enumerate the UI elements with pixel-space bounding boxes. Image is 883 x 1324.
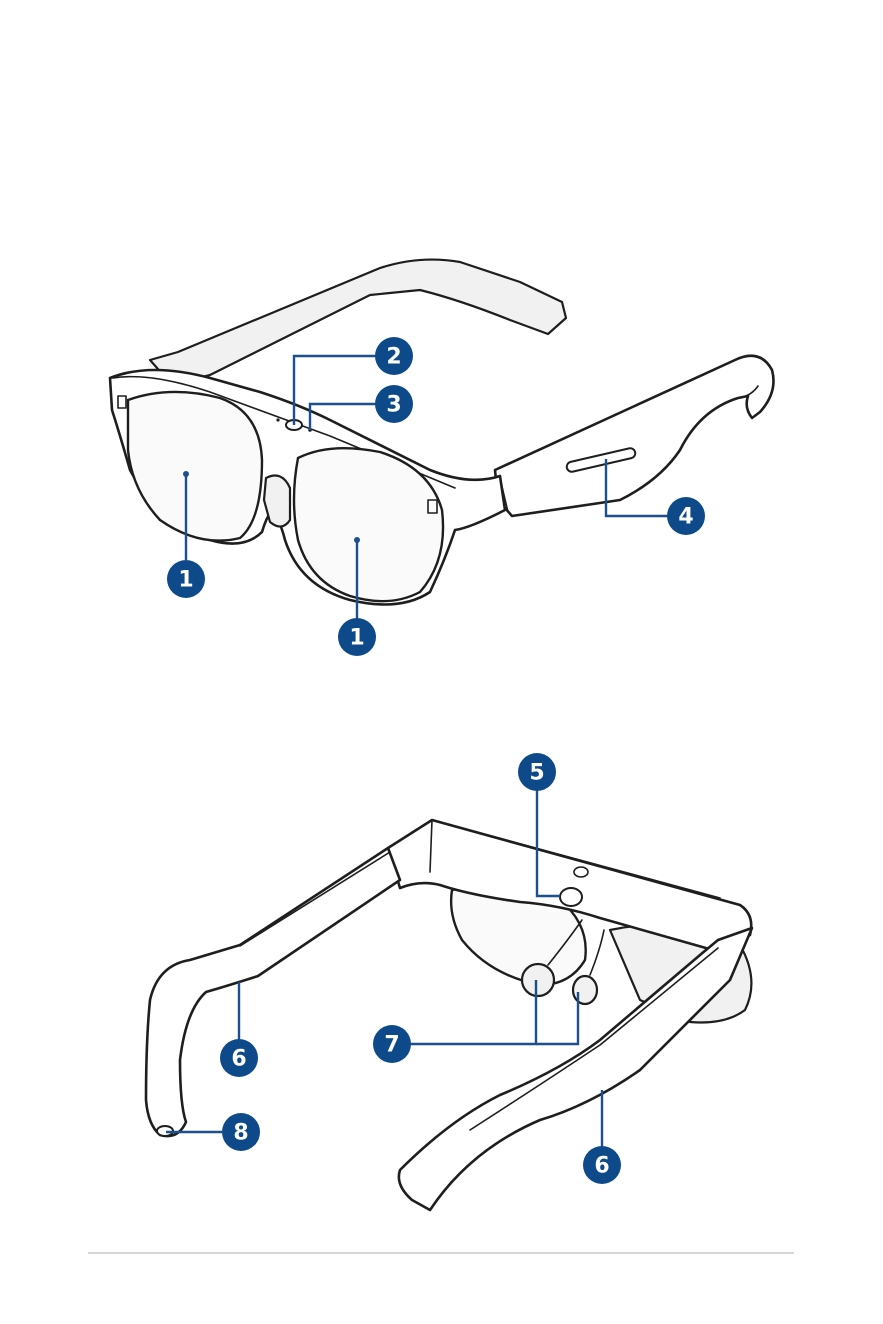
callout-6-right-speaker: 6: [583, 1146, 621, 1184]
nose-pad-left: [522, 964, 554, 996]
svg-text:8: 8: [233, 1121, 248, 1146]
near-temple-arm: [495, 356, 774, 516]
callout-6-left-speaker: 6: [220, 1039, 258, 1077]
callout-1-left-lens: 1: [167, 560, 205, 598]
footer-rule: [88, 1252, 794, 1254]
svg-text:2: 2: [386, 345, 401, 370]
svg-text:3: 3: [386, 393, 401, 418]
nose-pad-right: [573, 976, 597, 1004]
svg-text:5: 5: [529, 761, 544, 786]
glasses-front-view: [110, 260, 774, 605]
callout-1-right-lens: 1: [338, 618, 376, 656]
callout-2-top-button: 2: [375, 337, 413, 375]
callout-8-port: 8: [222, 1113, 260, 1151]
callout-4-touch-strip: 4: [667, 497, 705, 535]
rear-temple-left: [146, 848, 400, 1136]
callout-3-indicator: 3: [375, 385, 413, 423]
lens-left: [128, 392, 262, 541]
svg-text:1: 1: [178, 568, 193, 593]
svg-text:6: 6: [594, 1154, 609, 1179]
svg-text:6: 6: [231, 1047, 246, 1072]
callout-7-nose-pads: 7: [373, 1025, 411, 1063]
svg-text:7: 7: [384, 1033, 399, 1058]
svg-text:1: 1: [349, 626, 364, 651]
proximity-sensor: [560, 888, 582, 906]
glasses-rear-view: [146, 820, 752, 1210]
callout-5-sensor: 5: [518, 753, 556, 791]
far-temple-arm: [150, 260, 566, 385]
svg-text:4: 4: [678, 505, 693, 530]
